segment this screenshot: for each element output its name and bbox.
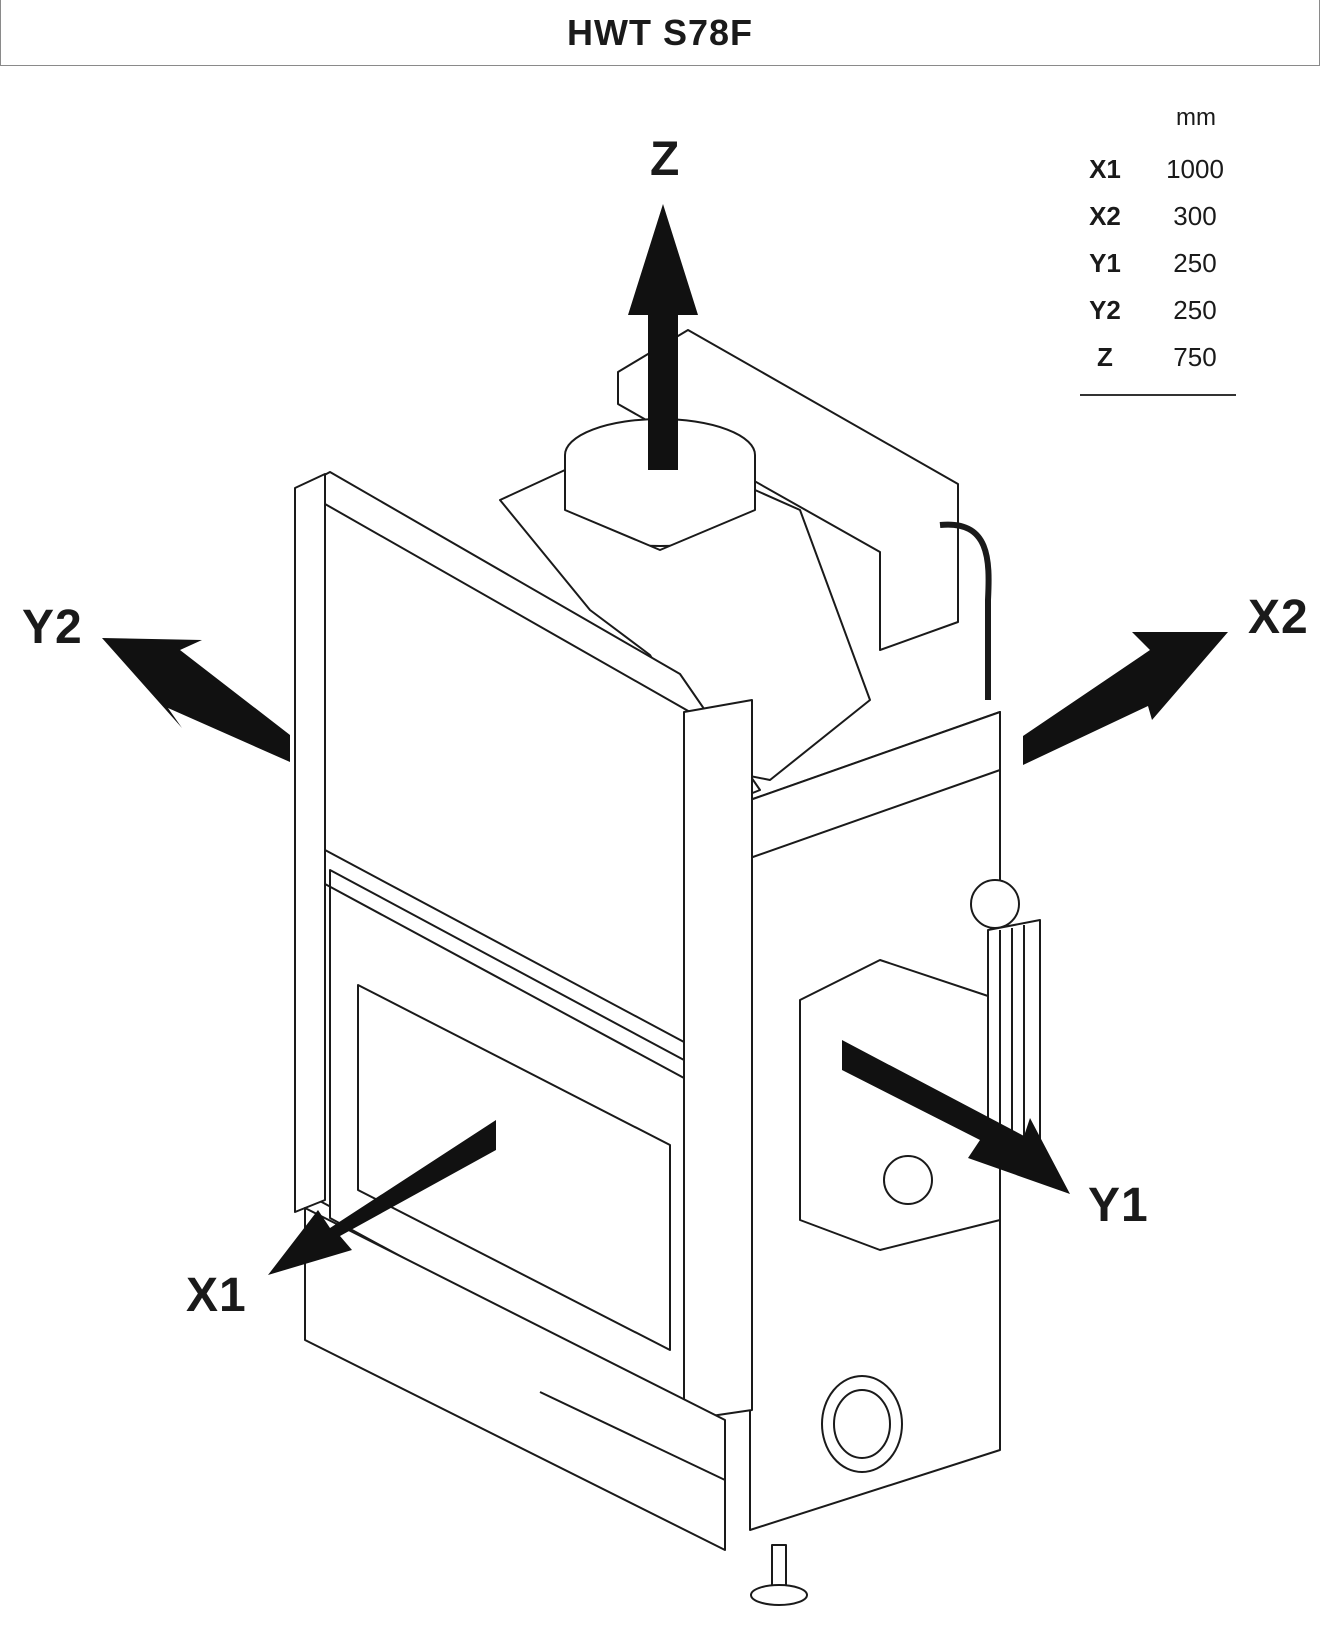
table-row: Y1 250	[1080, 248, 1242, 288]
lower-pump	[883, 1155, 933, 1205]
title-bar: HWT S78F	[0, 0, 1320, 66]
x1-arrow	[268, 1120, 496, 1275]
hydraulic-panel	[799, 959, 1001, 1251]
left-column	[294, 473, 326, 1213]
row-key: Z	[1097, 342, 1113, 372]
row-key: Y2	[1089, 295, 1121, 325]
z-arrow	[628, 204, 698, 470]
right-column	[683, 699, 753, 1421]
base	[304, 1207, 726, 1551]
row-value: 1000	[1166, 154, 1224, 184]
table-divider	[1080, 394, 1236, 396]
page-title: HWT S78F	[566, 12, 753, 53]
table-row: X2 300	[1080, 201, 1242, 241]
y2-arrow	[102, 638, 290, 762]
axis-label-z: Z	[650, 133, 681, 186]
row-key: X2	[1089, 201, 1121, 231]
upper-pump	[970, 879, 1020, 929]
flex-hose	[939, 521, 992, 700]
table-row: X1 1000	[1080, 154, 1242, 194]
row-key: Y1	[1089, 248, 1121, 278]
axis-label-y1: Y1	[1088, 1179, 1149, 1232]
axis-label-x1: X1	[186, 1269, 247, 1322]
heat-exchanger	[987, 919, 1041, 1151]
row-value: 250	[1173, 295, 1217, 325]
axis-label-y2: Y2	[22, 601, 83, 654]
row-value: 300	[1173, 201, 1217, 231]
row-value: 750	[1173, 342, 1217, 372]
x2-arrow	[1023, 632, 1228, 765]
door-glass	[357, 984, 671, 1351]
table-row: Z 750	[1080, 342, 1242, 382]
row-key: X1	[1089, 154, 1121, 184]
unit-label: mm	[1176, 104, 1216, 131]
table-row: Y2 250	[1080, 295, 1242, 335]
axis-label-x2: X2	[1248, 591, 1309, 644]
hood	[499, 469, 871, 781]
y1-arrow	[842, 1040, 1070, 1194]
row-value: 250	[1173, 248, 1217, 278]
foot	[771, 1544, 787, 1591]
